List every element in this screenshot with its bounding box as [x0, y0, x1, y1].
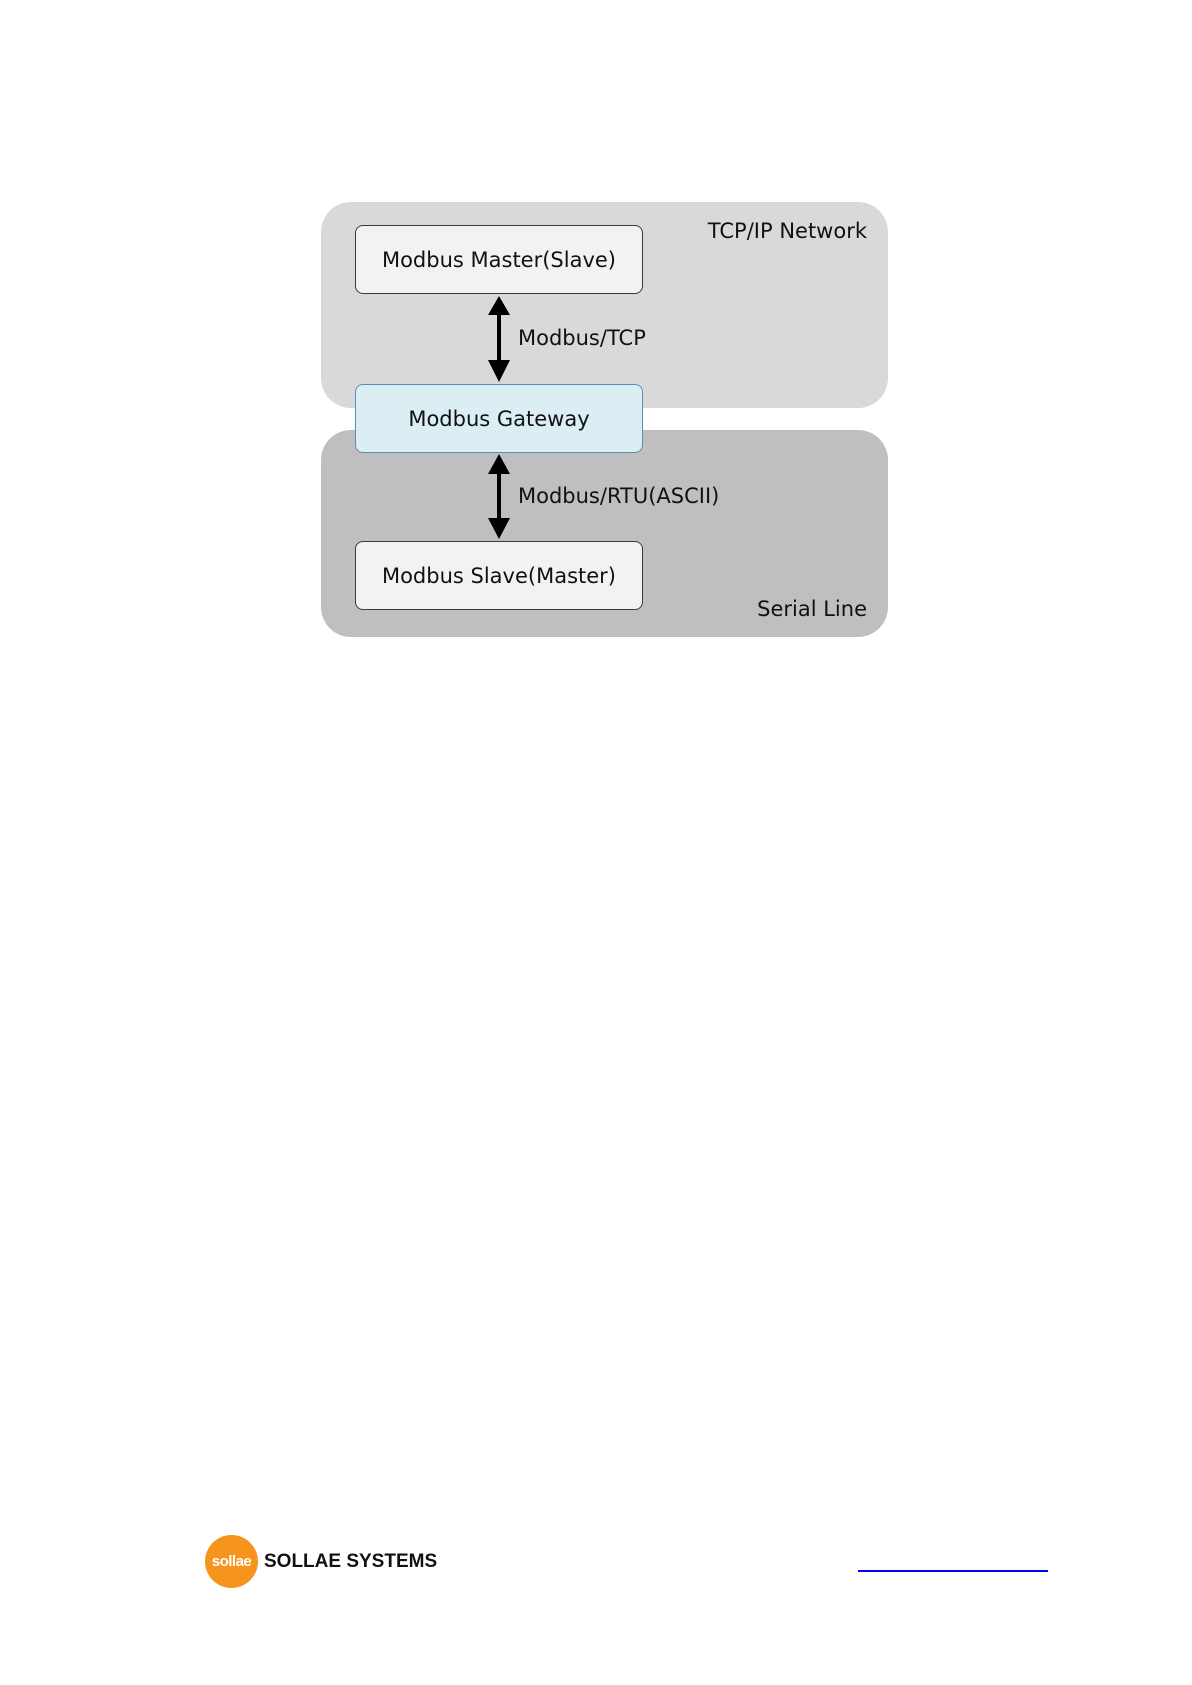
modbus-tcp-label: Modbus/TCP — [518, 326, 646, 350]
sollae-logo-mark: sollae — [205, 1535, 258, 1588]
modbus-rtu-label: Modbus/RTU(ASCII) — [518, 484, 719, 508]
sollae-logo: sollae SOLLAE SYSTEMS — [205, 1535, 437, 1588]
footer-link-underline[interactable] — [858, 1570, 1048, 1572]
modbus-master-node: Modbus Master(Slave) — [355, 225, 643, 294]
serial-line-label: Serial Line — [757, 597, 867, 621]
modbus-gateway-label: Modbus Gateway — [408, 407, 589, 431]
modbus-master-label: Modbus Master(Slave) — [382, 248, 616, 272]
modbus-slave-node: Modbus Slave(Master) — [355, 541, 643, 610]
modbus-gateway-node: Modbus Gateway — [355, 384, 643, 453]
modbus-slave-label: Modbus Slave(Master) — [382, 564, 616, 588]
company-name: SOLLAE SYSTEMS — [264, 1551, 437, 1573]
tcp-ip-network-label: TCP/IP Network — [708, 219, 867, 243]
